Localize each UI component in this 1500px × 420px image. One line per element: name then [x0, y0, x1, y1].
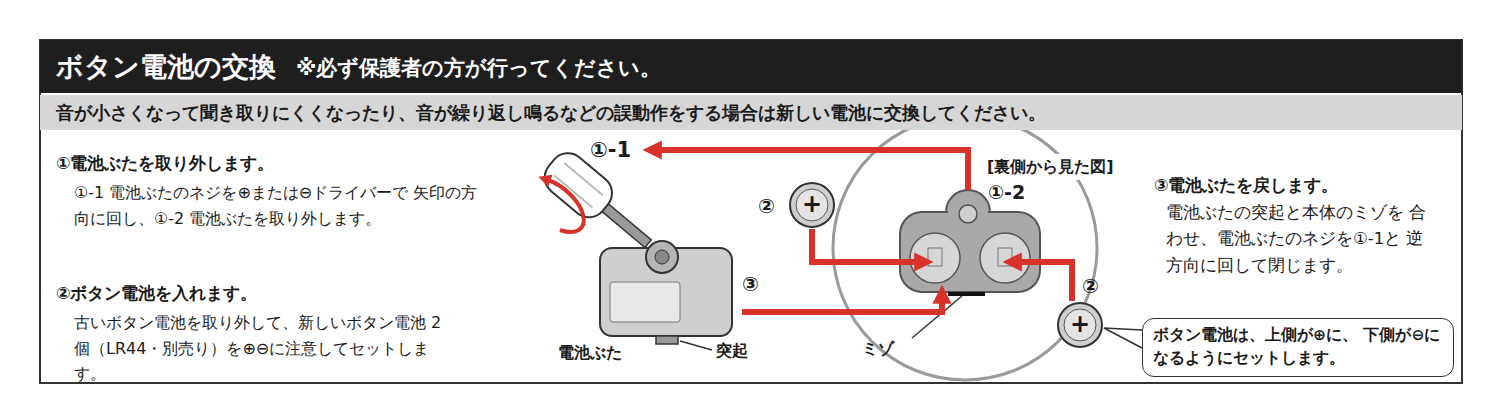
step-heading: ①電池ぶたを取り外します。	[56, 150, 274, 177]
part-name: 突起	[716, 338, 748, 364]
callout-number: ①-2	[988, 177, 1025, 207]
button-battery	[790, 183, 834, 227]
step-text: 古いボタン電池を取り外して、新しいボタン電池 2個（LR44・別売り）を⊕⊖に注…	[74, 310, 444, 387]
part-name: ミゾ	[862, 336, 894, 362]
callout-number: ②	[758, 190, 775, 222]
leader-line	[912, 296, 962, 338]
battery-cover	[600, 241, 732, 344]
button-battery	[1058, 303, 1102, 347]
polarity-mark: +	[1070, 312, 1090, 336]
step-text: 電池ぶたの突起と本体のミゾを 合わせ、電池ぶたのネジを①-1と 逆方向に回して閉…	[1166, 200, 1428, 279]
callout-text: ボタン電池は、上側が⊕に、 下側が⊖になるようにセットします。	[1153, 324, 1443, 371]
callout-number: ③	[742, 268, 759, 300]
notice-band: 音が小さくなって聞き取りにくくなったり、音が繰り返し鳴るなどの誤動作をする場合は…	[40, 95, 1462, 130]
leader-line	[680, 341, 712, 350]
view-label: [裏側から見た図]	[984, 154, 1117, 180]
panel-title: ボタン電池の交換	[56, 45, 276, 88]
step-text: ①-1 電池ぶたのネジを⊕または⊖ドライバーで 矢印の方向に回し、①-2 電池ぶ…	[74, 180, 484, 231]
warning-note: ※必ず保護者の方が行ってください。	[296, 52, 661, 86]
step-heading: ③電池ぶたを戻します。	[1154, 172, 1338, 199]
part-name: 電池ぶた	[558, 340, 622, 366]
callout-number: ②	[1082, 270, 1099, 302]
callout-box: ボタン電池は、上側が⊕に、 下側が⊖になるようにセットします。	[1142, 318, 1454, 377]
groove	[948, 292, 985, 296]
battery-compartment	[900, 190, 1040, 294]
callout-pointer	[1104, 328, 1142, 348]
screwdriver	[537, 146, 662, 261]
step-heading: ②ボタン電池を入れます。	[56, 280, 257, 307]
notice-text: 音が小さくなって聞き取りにくくなったり、音が繰り返し鳴るなどの誤動作をする場合は…	[56, 99, 1446, 126]
header-band	[40, 40, 1462, 93]
callout-number: ①-1	[590, 134, 631, 168]
polarity-mark: +	[802, 192, 822, 216]
